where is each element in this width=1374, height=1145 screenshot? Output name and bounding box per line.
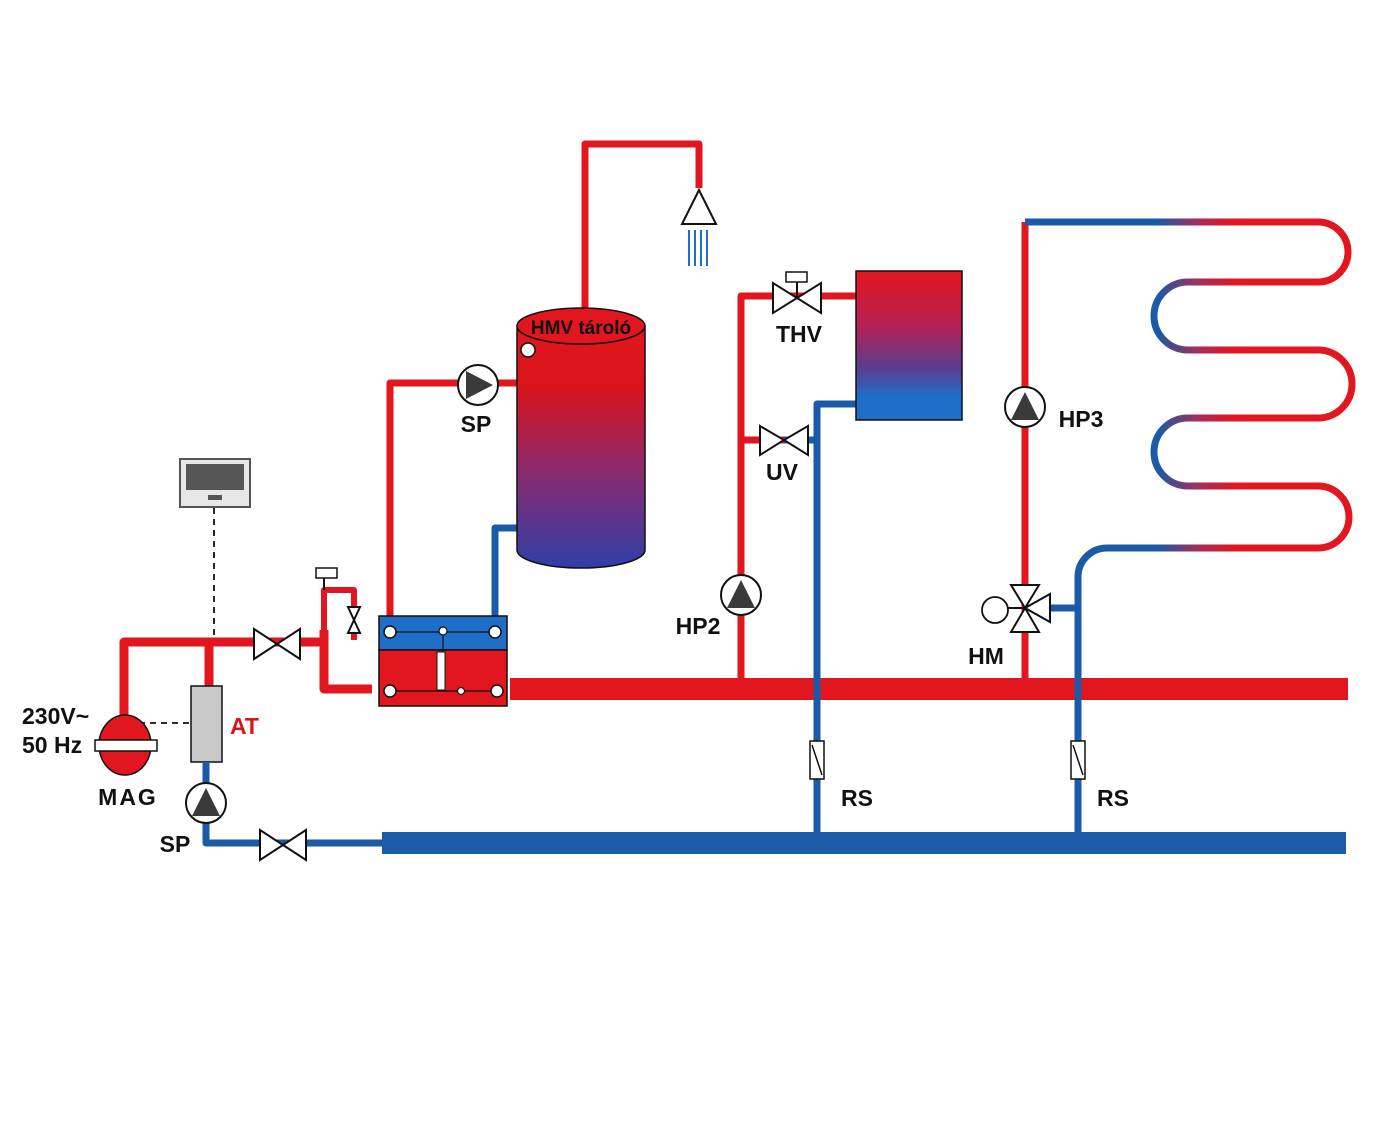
mag-label: MAG [98,784,158,810]
uv-valve[interactable] [759,424,809,457]
hm-label: HM [968,643,1004,669]
boiler-supply-valve[interactable] [253,627,301,661]
hydraulic-separator [378,615,508,707]
tank-label: HMV tároló [531,318,631,339]
controller-unit [179,458,251,508]
thv-valve[interactable] [772,271,822,315]
uv-label: UV [766,459,799,485]
dhw-storage-tank: HMV tároló [516,307,646,569]
rs-right-label: RS [1097,785,1129,811]
sp-pump-bottom[interactable] [185,782,227,824]
power-label-line1: 230V~ [22,703,89,729]
hp3-pump[interactable] [1004,386,1046,428]
hp3-label: HP3 [1059,406,1104,432]
hp2-label: HP2 [676,613,721,639]
sp-pump-top[interactable] [457,364,499,406]
boiler-return-valve[interactable] [259,828,307,862]
hp2-pump[interactable] [720,574,762,616]
dhw-hot-water-pipe [581,140,703,312]
mag-unit [94,714,158,776]
safety-valve-cap-icon [315,567,338,579]
rs-left-label: RS [841,785,873,811]
power-label-line2: 50 Hz [22,732,82,758]
radiator [855,270,963,421]
hm-mixing-valve[interactable] [981,584,1051,633]
safety-valve-icon[interactable] [346,606,362,634]
rs-check-valve-right[interactable] [1070,740,1086,780]
tank-charge-return-pipe [491,524,517,630]
at-unit [190,685,223,763]
boiler-return-pipe [202,762,384,847]
floor-heating-coil [1025,218,1356,843]
rs-check-valve-left[interactable] [809,740,825,780]
thv-label: THV [776,321,823,347]
shower-head-icon [680,187,718,266]
radiator-supply-pipe [737,292,857,689]
at-label: AT [230,713,259,739]
sp-pump-bottom-label: SP [160,831,191,857]
tank-sensor-icon [520,342,536,358]
sp-pump-top-label: SP [461,411,492,437]
boiler-supply-pipe [119,630,372,720]
